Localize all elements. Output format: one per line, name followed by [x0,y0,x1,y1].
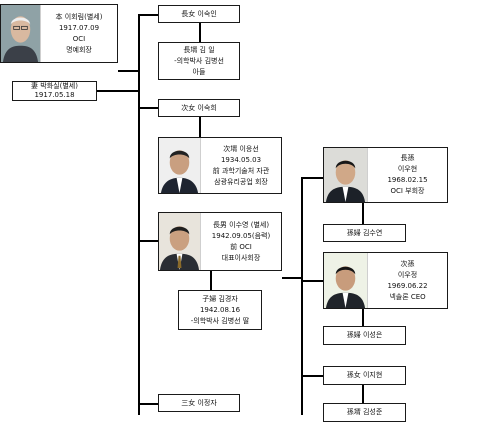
eldest-son-text: 長男 이수영 (별세) 1942.09.05(음력) 前 OCI 대표이사회장 [201,220,281,264]
first-son-in-law-text: 長壻 김 일 -의학박사 김병선 아들 [159,45,239,78]
first-son-in-law-note: -의학박사 김병선 [174,56,224,65]
second-grandson-portrait-image [324,253,368,308]
third-daughter-node: 三女 이정자 [158,394,240,412]
eldest-son-node: 長男 이수영 (별세) 1942.09.05(음력) 前 OCI 대표이사회장 [158,212,282,271]
second-son-in-law-former-title: 前 과학기술처 자관 [212,166,270,175]
eldest-son-former-company: 前 OCI [230,242,252,251]
eldest-son-name: 長男 이수영 (별세) [212,220,270,229]
founder-connector [118,70,140,72]
second-daughter-connector [138,107,158,109]
eldest-son-birthdate: 1942.09.05(음력) [211,231,271,240]
second-grandson-connector [301,280,323,282]
granddaughter-name: 孫女 이지현 [346,371,383,379]
grandchildren-trunk-line [301,177,303,415]
first-son-in-law-node: 長壻 김 일 -의학박사 김병선 아들 [158,42,240,80]
eldest-grandson-portrait-image [324,148,368,202]
first-son-in-law-drop-line [199,22,201,42]
eldest-grandson-connector [301,177,323,179]
first-son-in-law-relation: 아들 [192,67,206,76]
eldest-grandson-relation: 長孫 [400,154,415,162]
granddaughter-husband-name: 孫壻 김성준 [346,408,383,416]
spouse-name: 妻 박화실(별세) [31,82,78,90]
eldest-grandson-birthdate: 1968.02.15 [387,176,428,184]
founder-portrait-image [1,5,41,62]
second-son-in-law-drop-line [199,117,201,137]
eldest-son-title: 대표이사회장 [221,253,261,262]
main-trunk-line [138,70,140,415]
founder-title: 명예회장 [66,45,92,54]
second-daughter-node: 次女 이숙희 [158,99,240,117]
first-son-in-law-name: 長壻 김 일 [183,45,215,54]
second-grandson-relation: 次孫 [400,259,415,268]
granddaughter-node: 孫女 이지현 [323,366,406,385]
daughter-in-law-drop-line [210,271,212,290]
second-grandson-title: 넥솔론 CEO [389,292,426,301]
daughter-in-law-birthdate: 1942.08.16 [199,305,241,314]
second-grandson-birthdate: 1969.06.22 [387,281,428,290]
grandchildren-branch-line [282,277,302,279]
granddaughter-husband-node: 孫壻 김성준 [323,403,406,422]
eldest-son-connector [138,240,158,242]
first-daughter-connector [138,14,158,16]
daughter-in-law-note: -의학박사 김병선 딸 [190,316,250,325]
eldest-grandson-wife-name: 孫婦 김수연 [346,228,383,237]
second-son-in-law-text: 次壻 이응선 1934.05.03 前 과학기술처 자관 삼광유리공업 회장 [201,144,281,188]
second-son-in-law-portrait-image [159,138,201,193]
eldest-grandson-name: 이우현 [397,165,418,173]
eldest-grandson-text: 長孫 이우현 1968.02.15 OCI 부회장 [368,153,447,197]
granddaughter-connector [301,375,323,377]
spouse-birthdate: 1917.05.18 [34,91,75,99]
daughter-in-law-text: 子婦 김경자 1942.08.16 -의학박사 김병선 딸 [179,294,261,327]
second-son-in-law-name: 次壻 이응선 [223,144,259,153]
eldest-grandson-title: OCI 부회장 [390,187,425,195]
eldest-son-portrait-image [159,213,201,270]
founder-node: 本 이회림(별세) 1917.07.09 OCI 명예회장 [0,4,118,63]
founder-text: 本 이회림(별세) 1917.07.09 OCI 명예회장 [41,12,117,56]
granddaughter-husband-drop-line [362,385,364,403]
second-grandson-node: 次孫 이우정 1969.06.22 넥솔론 CEO [323,252,448,309]
third-daughter-name: 三女 이정자 [181,398,217,407]
second-son-in-law-title: 삼광유리공업 회장 [214,177,268,186]
founder-birthdate: 1917.07.09 [58,23,100,32]
second-grandson-wife-node: 孫婦 이성은 [323,326,406,345]
second-grandson-wife-drop-line [362,309,364,326]
third-daughter-connector [138,403,158,405]
first-daughter-trunk-line [138,14,140,72]
first-daughter-name: 長女 이숙인 [181,9,217,18]
second-grandson-text: 次孫 이우정 1969.06.22 넥솔론 CEO [368,259,447,303]
daughter-in-law-node: 子婦 김경자 1942.08.16 -의학박사 김병선 딸 [178,290,262,330]
second-grandson-wife-name: 孫婦 이성은 [346,331,383,339]
spouse-node: 妻 박화실(별세) 1917.05.18 [12,81,97,101]
eldest-grandson-wife-drop-line [362,203,364,224]
second-grandson-name: 이우정 [397,270,418,279]
second-son-in-law-birthdate: 1934.05.03 [220,155,262,164]
second-son-in-law-node: 次壻 이응선 1934.05.03 前 과학기술처 자관 삼광유리공업 회장 [158,137,282,194]
spouse-connector [97,90,139,92]
spouse-text: 妻 박화실(별세) 1917.05.18 [13,82,96,100]
eldest-grandson-node: 長孫 이우현 1968.02.15 OCI 부회장 [323,147,448,203]
first-daughter-node: 長女 이숙인 [158,5,240,23]
second-daughter-name: 次女 이숙희 [181,103,217,112]
founder-company: OCI [72,34,86,43]
eldest-grandson-wife-node: 孫婦 김수연 [323,224,406,242]
daughter-in-law-name: 子婦 김경자 [202,294,238,303]
founder-name: 本 이회림(별세) [55,12,103,21]
